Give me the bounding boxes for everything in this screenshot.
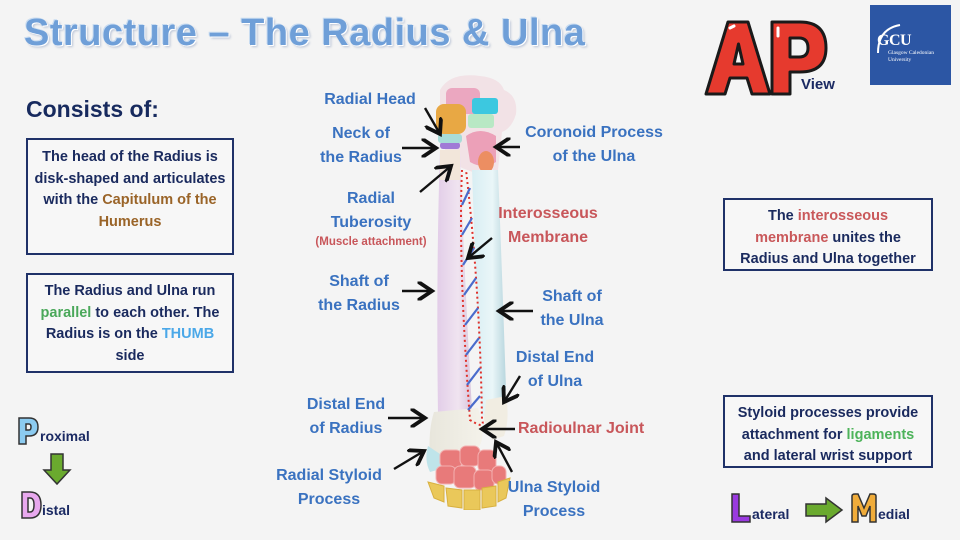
arrow-distal-ulna bbox=[504, 375, 522, 402]
logo-abbr: GCU bbox=[877, 32, 912, 49]
membrane-hatching bbox=[461, 187, 481, 411]
arrow-down-icon bbox=[42, 453, 72, 486]
radius-shaft bbox=[437, 150, 472, 415]
box-text-highlight-brown: Capitulum of the Humerus bbox=[98, 192, 217, 230]
distal-label: istal bbox=[20, 490, 70, 520]
radial-styloid-cyan bbox=[426, 446, 444, 472]
box-text-highlight-green: parallel bbox=[40, 304, 92, 321]
ap-letters-icon bbox=[704, 20, 828, 96]
carpal-bones bbox=[435, 445, 507, 491]
label-coronoid: Coronoid Process of the Ulna bbox=[525, 124, 663, 165]
box-text-segment: to each other. The Radius is on the bbox=[45, 304, 220, 343]
cyan-patch bbox=[472, 98, 498, 114]
box-text-highlight-red: interosseous membrane bbox=[755, 208, 889, 246]
arrow-right-icon bbox=[805, 496, 844, 524]
box-text-segment: The Radius and Ulna run bbox=[44, 283, 216, 299]
label-radial-head: Radial Head bbox=[324, 91, 416, 108]
university-logo: GCU Glasgow Caledonian University bbox=[870, 5, 951, 85]
info-box-radial-head: The head of the Radius is disk-shaped an… bbox=[26, 138, 234, 255]
tuberosity-orange bbox=[478, 151, 494, 173]
info-box-interosseous: The interosseous membrane unites the Rad… bbox=[723, 198, 933, 271]
label-muscle-attachment: (Muscle attachment) bbox=[315, 236, 427, 248]
box-text-segment: and lateral wrist support bbox=[743, 448, 913, 464]
arrow-radial-styloid bbox=[393, 451, 424, 471]
neck-purple bbox=[440, 142, 460, 149]
metacarpal-bases bbox=[427, 477, 511, 510]
label-neck-radius: Neck of the Radius bbox=[320, 125, 402, 166]
letter-d-icon bbox=[21, 491, 42, 519]
radial-head-orange bbox=[436, 104, 466, 134]
view-label: View bbox=[801, 76, 835, 93]
ap-view-badge bbox=[704, 20, 828, 96]
consists-heading: Consists of: bbox=[26, 96, 159, 122]
box-text-highlight-lig: ligaments bbox=[846, 426, 915, 443]
label-interosseous: Interosseous Membrane bbox=[498, 205, 598, 246]
label-ulna-styloid: Ulna Styloid Process bbox=[507, 479, 601, 520]
page-title: Structure – The Radius & Ulna bbox=[24, 12, 586, 54]
logo-name: Glasgow Caledonian University bbox=[888, 50, 934, 63]
arrow-ulna-styloid bbox=[496, 442, 514, 473]
arc-icon bbox=[877, 24, 901, 54]
box-text-segment: Styloid processes provide attachment for bbox=[737, 405, 919, 443]
letter-m-icon bbox=[851, 493, 877, 523]
interosseous-outline bbox=[460, 169, 484, 426]
lateral-label: ateral bbox=[730, 492, 789, 524]
shine-icon bbox=[728, 24, 736, 30]
label-shaft-ulna: Shaft of the Ulna bbox=[540, 288, 604, 329]
arrow-radial-head bbox=[423, 107, 440, 134]
radius-ulna-illustration bbox=[426, 75, 517, 510]
label-distal-ulna: Distal End of Ulna bbox=[515, 349, 595, 390]
proximal-label: roximal bbox=[16, 416, 90, 446]
box-text-segment: The bbox=[767, 208, 798, 224]
label-distal-radius: Distal End of Radius bbox=[306, 396, 386, 437]
box-text-segment: The head of the Radius is disk-shaped an… bbox=[34, 149, 226, 208]
letter-p-icon bbox=[18, 417, 39, 445]
info-box-styloid: Styloid processes provide attachment for… bbox=[723, 395, 933, 468]
box-text-highlight-thumb: THUMB bbox=[161, 326, 215, 342]
neck-mint bbox=[438, 134, 462, 143]
arrow-interosseous bbox=[468, 237, 493, 258]
letter-l-icon bbox=[731, 493, 751, 523]
box-text-segment: side bbox=[115, 347, 145, 364]
label-radial-styloid: Radial Styloid Process bbox=[276, 467, 382, 508]
label-shaft-radius: Shaft of the Radius bbox=[318, 273, 400, 314]
arrow-tuberosity bbox=[419, 166, 451, 193]
info-box-parallel: The Radius and Ulna run parallel to each… bbox=[26, 273, 234, 373]
box-text-segment: unites the Radius and Ulna together bbox=[740, 229, 916, 268]
green-patch bbox=[468, 114, 494, 128]
medial-label: edial bbox=[850, 492, 910, 524]
label-radioulnar: Radioulnar Joint bbox=[518, 420, 645, 437]
label-radial-tuberosity: Radial Tuberosity (Muscle attachment) bbox=[312, 187, 430, 249]
